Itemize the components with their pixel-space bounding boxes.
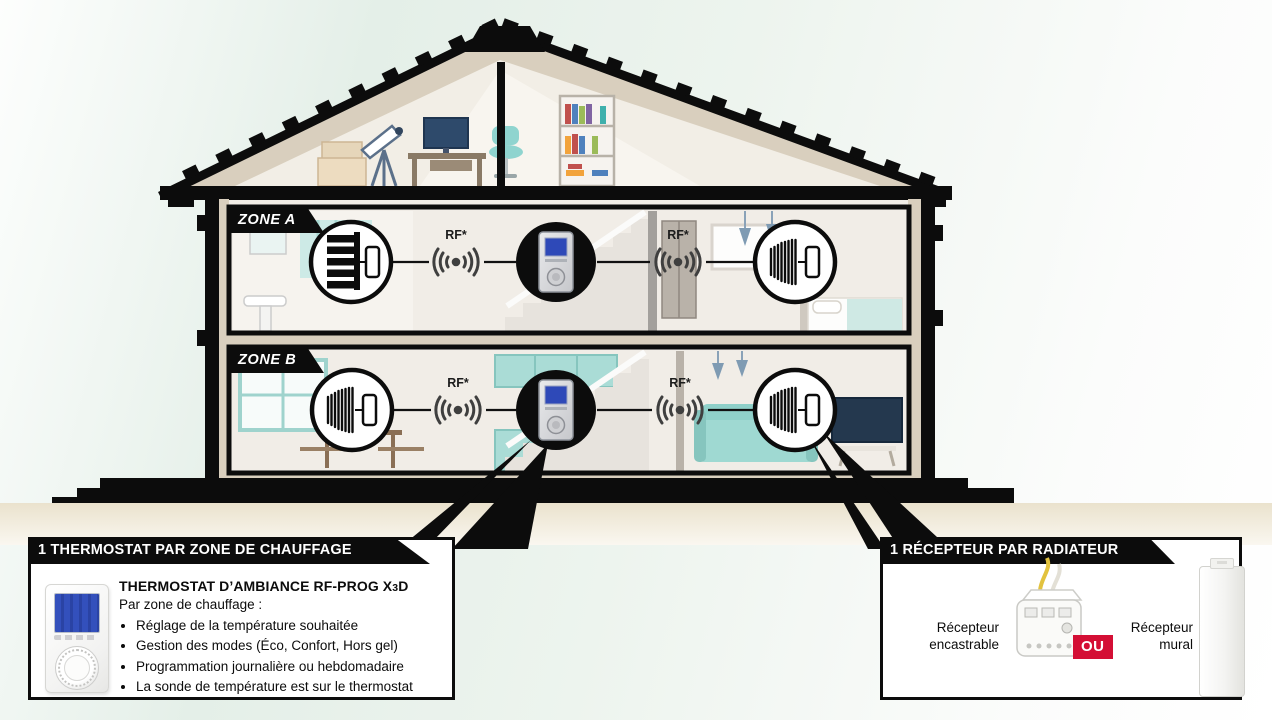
thermostat-circle-b xyxy=(516,370,596,450)
rf-signal-icons xyxy=(432,247,704,425)
thermostat-callout-header: 1 THERMOSTAT PAR ZONE DE CHAUFFAGE xyxy=(28,537,430,564)
receiver-module-icon xyxy=(804,245,821,279)
receiver-module-icon xyxy=(364,245,381,279)
flush-receiver-image xyxy=(995,552,1095,682)
radiator-circle-a-right xyxy=(752,219,838,305)
thermostat-callout-box: 1 THERMOSTAT PAR ZONE DE CHAUFFAGE THERM… xyxy=(28,537,455,700)
receiver-callout-box: 1 RÉCEPTEUR PAR RADIATEUR Récepteur enca… xyxy=(880,537,1245,700)
thermostat-product-title: THERMOSTAT D’AMBIANCE RF-PROG X3D xyxy=(119,578,409,594)
thermostat-feature-list: Réglage de la température souhaitée Gest… xyxy=(119,616,454,697)
thermostat-product-buttons xyxy=(54,635,98,640)
zone-b-frame xyxy=(226,344,912,476)
attic xyxy=(168,34,935,192)
zone-a-label: ZONE A xyxy=(229,207,324,233)
roof xyxy=(158,18,952,207)
callout-wedges xyxy=(408,432,950,549)
feature-item: La sonde de température est sur le therm… xyxy=(136,677,454,697)
towel-radiator-icon xyxy=(327,232,360,290)
or-badge: OU xyxy=(1073,635,1113,659)
eave-bar xyxy=(160,186,952,200)
thermostat-product-dial xyxy=(55,646,99,690)
thermostat-circle-a xyxy=(516,222,596,302)
roof-post xyxy=(497,62,505,192)
thermostat-screen xyxy=(544,385,568,405)
thermostat-product-screen xyxy=(54,593,100,633)
receiver-module-icon xyxy=(361,393,378,427)
telescope-icon xyxy=(360,124,403,187)
thermostat-subtitle: Par zone de chauffage : xyxy=(119,597,263,612)
feature-item: Programmation journalière ou hebdomadair… xyxy=(136,657,454,677)
wall-receiver-image xyxy=(1199,558,1245,697)
flush-receiver-label: Récepteur encastrable xyxy=(929,620,999,652)
bookshelf xyxy=(558,94,616,188)
rf-icon-b2 xyxy=(656,395,704,425)
feature-item: Gestion des modes (Éco, Confort, Hors ge… xyxy=(136,636,454,656)
zone-a-frame xyxy=(226,204,912,336)
panel-radiator-icon xyxy=(326,386,354,434)
receiver-callout-header: 1 RÉCEPTEUR PAR RADIATEUR xyxy=(880,537,1175,564)
zone-b-label: ZONE B xyxy=(229,347,324,373)
desk-computer xyxy=(408,117,486,186)
rf-label-b1: RF* xyxy=(447,376,469,390)
rf-label-a1: RF* xyxy=(445,228,467,242)
thermostat-product-image xyxy=(45,584,109,693)
panel-radiator-icon xyxy=(769,238,797,286)
connector-lines xyxy=(392,260,754,412)
thermostat-description: THERMOSTAT D’AMBIANCE RF-PROG X3D Par zo… xyxy=(119,578,454,697)
panel-radiator-icon xyxy=(769,386,797,434)
rf-label-a2: RF* xyxy=(667,228,689,242)
radiator-circle-a-left xyxy=(308,219,394,305)
receiver-module-icon xyxy=(804,393,821,427)
wall-receiver-label: Récepteur mural xyxy=(1130,620,1193,652)
storage-boxes xyxy=(317,141,367,187)
thermostat-screen xyxy=(544,237,568,257)
rf-icon-a2 xyxy=(654,247,702,277)
radiator-circle-b-left xyxy=(309,367,395,453)
rf-icon-b1 xyxy=(434,395,482,425)
feature-item: Réglage de la température souhaitée xyxy=(136,616,454,636)
roof-ridge-cap xyxy=(465,26,545,52)
radiator-circle-b-right xyxy=(752,367,838,453)
rf-label-b2: RF* xyxy=(669,376,691,390)
rf-icon-a1 xyxy=(432,247,480,277)
